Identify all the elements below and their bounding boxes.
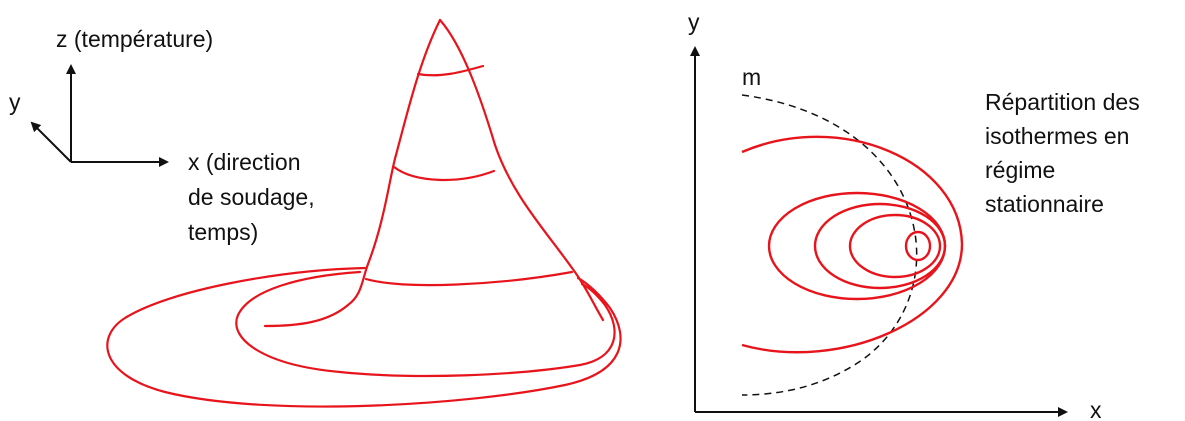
right-x-axis-label: x <box>1090 397 1102 421</box>
base-contour-inner <box>263 262 370 328</box>
dashed-curve-m <box>741 94 918 396</box>
base-contour-middle <box>235 270 616 378</box>
isotherm-ring-4 <box>904 230 932 262</box>
y-axis-label: y <box>9 89 21 115</box>
peak-left-edge <box>366 18 442 266</box>
peak-isotherm-2 <box>392 165 496 182</box>
isotherm-set <box>741 135 964 354</box>
temperature-peak <box>106 18 622 408</box>
isotherm-outer-open <box>741 135 964 354</box>
peak-isotherm-1 <box>416 64 485 77</box>
peak-right-edge <box>438 18 605 322</box>
left-panel: z (température) y x (direction de soudag… <box>9 18 622 408</box>
x-axis-label-line-3: temps) <box>188 219 258 245</box>
right-axes <box>690 46 1068 417</box>
z-axis-label: z (température) <box>56 26 213 52</box>
x-axis-label-line-2: de soudage, <box>188 184 315 210</box>
axis-triad <box>30 64 169 167</box>
y-axis-arrow <box>30 121 72 163</box>
isotherm-ring-2 <box>813 202 947 290</box>
base-contour-outer <box>106 266 622 408</box>
isotherm-ring-1 <box>767 191 947 301</box>
isotherm-ring-3 <box>848 213 942 279</box>
caption-line-1: Répartition des <box>985 89 1140 115</box>
curve-m-label: m <box>742 64 761 90</box>
caption-line-3: régime <box>985 157 1055 183</box>
right-y-axis-label: y <box>688 9 700 35</box>
caption-line-2: isothermes en <box>985 123 1129 149</box>
peak-isotherm-3 <box>364 270 574 287</box>
right-panel: y x m Répartition des isothermes en régi… <box>688 9 1140 421</box>
caption-line-4: stationnaire <box>985 191 1104 217</box>
x-axis-label-line-1: x (direction <box>188 149 300 175</box>
